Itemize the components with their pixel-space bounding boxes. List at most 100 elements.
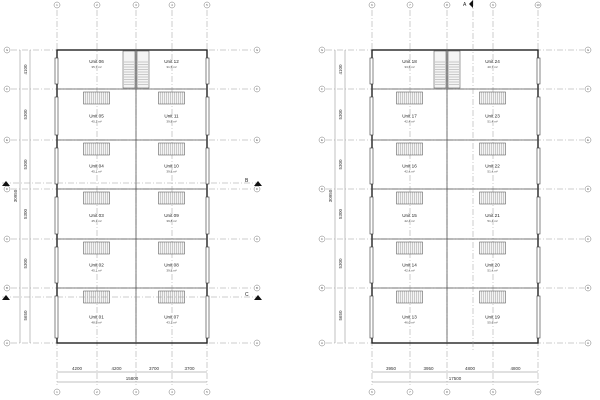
grid-bubble xyxy=(132,388,140,396)
stair xyxy=(83,91,110,105)
grid-bubble xyxy=(318,46,326,54)
grid-label-row: G xyxy=(6,48,9,52)
grid-bubble xyxy=(253,46,261,54)
stair xyxy=(479,142,506,156)
unit-label: Unit 21 xyxy=(485,213,500,218)
window xyxy=(369,57,374,85)
unit-label: Unit 16 xyxy=(402,164,417,169)
grid-label-column: 10 xyxy=(536,390,540,394)
unit-label: Unit 22 xyxy=(485,164,500,169)
column-dimension: 3700 xyxy=(149,366,160,371)
grid-label-row: C xyxy=(256,237,259,241)
unit-label: Unit 04 xyxy=(89,164,104,169)
row-dimension: 5300 xyxy=(338,208,343,219)
window xyxy=(536,246,541,284)
window xyxy=(369,295,374,339)
window xyxy=(205,57,210,85)
unit-area: 46,0 m² xyxy=(404,321,414,325)
grid-bubble xyxy=(584,46,592,54)
column-dimension: 3950 xyxy=(386,366,397,371)
window xyxy=(54,147,59,185)
row-dimension: 5300 xyxy=(338,159,343,170)
total-width-dimension: 17500 xyxy=(449,376,462,381)
window xyxy=(54,246,59,284)
stair xyxy=(396,191,423,205)
unit-area: 43,1 m² xyxy=(166,321,176,325)
grid-bubble xyxy=(168,1,176,9)
window xyxy=(369,246,374,284)
exterior-wall xyxy=(56,49,208,344)
grid-label-column: 6 xyxy=(371,390,373,394)
grid-label-row: A xyxy=(256,341,258,345)
unit-area: 51,4 m² xyxy=(487,219,497,223)
grid-label-column: 1 xyxy=(56,3,58,7)
row-dimension: 4100 xyxy=(338,64,343,75)
grid-label-column: 3 xyxy=(135,390,137,394)
unit-label: Unit 24 xyxy=(485,59,500,64)
window xyxy=(205,96,210,136)
grid-bubble xyxy=(368,388,376,396)
grid-bubble xyxy=(318,339,326,347)
grid-label-row: B xyxy=(256,286,258,290)
grid-bubble xyxy=(203,388,211,396)
unit-label: Unit 06 xyxy=(89,59,104,64)
stair xyxy=(479,241,506,255)
grid-bubble xyxy=(132,1,140,9)
unit-label: Unit 12 xyxy=(164,59,179,64)
stair xyxy=(83,241,110,255)
grid-label-column: 2 xyxy=(96,390,98,394)
grid-bubble xyxy=(3,284,11,292)
window xyxy=(536,196,541,235)
grid-bubble xyxy=(443,388,451,396)
stair xyxy=(396,91,423,105)
grid-bubble xyxy=(253,85,261,93)
grid-label-column: 5 xyxy=(206,3,208,7)
unit-area: 42,4 m² xyxy=(404,170,414,174)
grid-bubble xyxy=(93,388,101,396)
grid-bubble xyxy=(3,85,11,93)
window xyxy=(536,57,541,85)
unit-label: Unit 19 xyxy=(485,315,500,320)
grid-label-column: 2 xyxy=(96,3,98,7)
grid-label-row: E xyxy=(321,138,323,142)
grid-bubble xyxy=(53,1,61,9)
unit-area: 42,4 m² xyxy=(404,120,414,124)
row-dimension: 5300 xyxy=(338,258,343,269)
column-dimension: 4800 xyxy=(465,366,476,371)
grid-label-row: G xyxy=(321,48,324,52)
row-dimension: 5650 xyxy=(23,310,28,321)
unit-label: Unit 15 xyxy=(402,213,417,218)
window xyxy=(54,196,59,235)
grid-label-column: 8 xyxy=(446,3,448,7)
stair xyxy=(158,191,185,205)
unit-area: 35,7 m² xyxy=(91,65,101,69)
window xyxy=(369,196,374,235)
total-width-dimension: 15800 xyxy=(126,376,139,381)
grid-bubble xyxy=(253,284,261,292)
stair xyxy=(158,142,185,156)
unit-label: Unit 08 xyxy=(164,263,179,268)
row-dimension: 5300 xyxy=(23,258,28,269)
unit-area: 39,8 m² xyxy=(166,269,176,273)
exterior-wall xyxy=(371,49,539,344)
unit-label: Unit 09 xyxy=(164,213,179,218)
grid-label-row: C xyxy=(321,237,324,241)
grid-bubble xyxy=(318,185,326,193)
section-arrow-icon xyxy=(2,181,10,186)
grid-bubble xyxy=(534,388,542,396)
unit-label: Unit 14 xyxy=(402,263,417,268)
unit-area: 45,1 m² xyxy=(91,219,101,223)
row-dimension: 5300 xyxy=(23,109,28,120)
window xyxy=(536,96,541,136)
row-dimension: 5300 xyxy=(23,159,28,170)
unit-label: Unit 18 xyxy=(402,59,417,64)
unit-area: 39,8 m² xyxy=(166,120,176,124)
window xyxy=(536,147,541,185)
stair xyxy=(83,142,110,156)
grid-label-row: A xyxy=(587,341,589,345)
unit-label: Unit 13 xyxy=(402,315,417,320)
unit-area: 39,8 m² xyxy=(166,170,176,174)
column-dimension: 4200 xyxy=(72,366,83,371)
